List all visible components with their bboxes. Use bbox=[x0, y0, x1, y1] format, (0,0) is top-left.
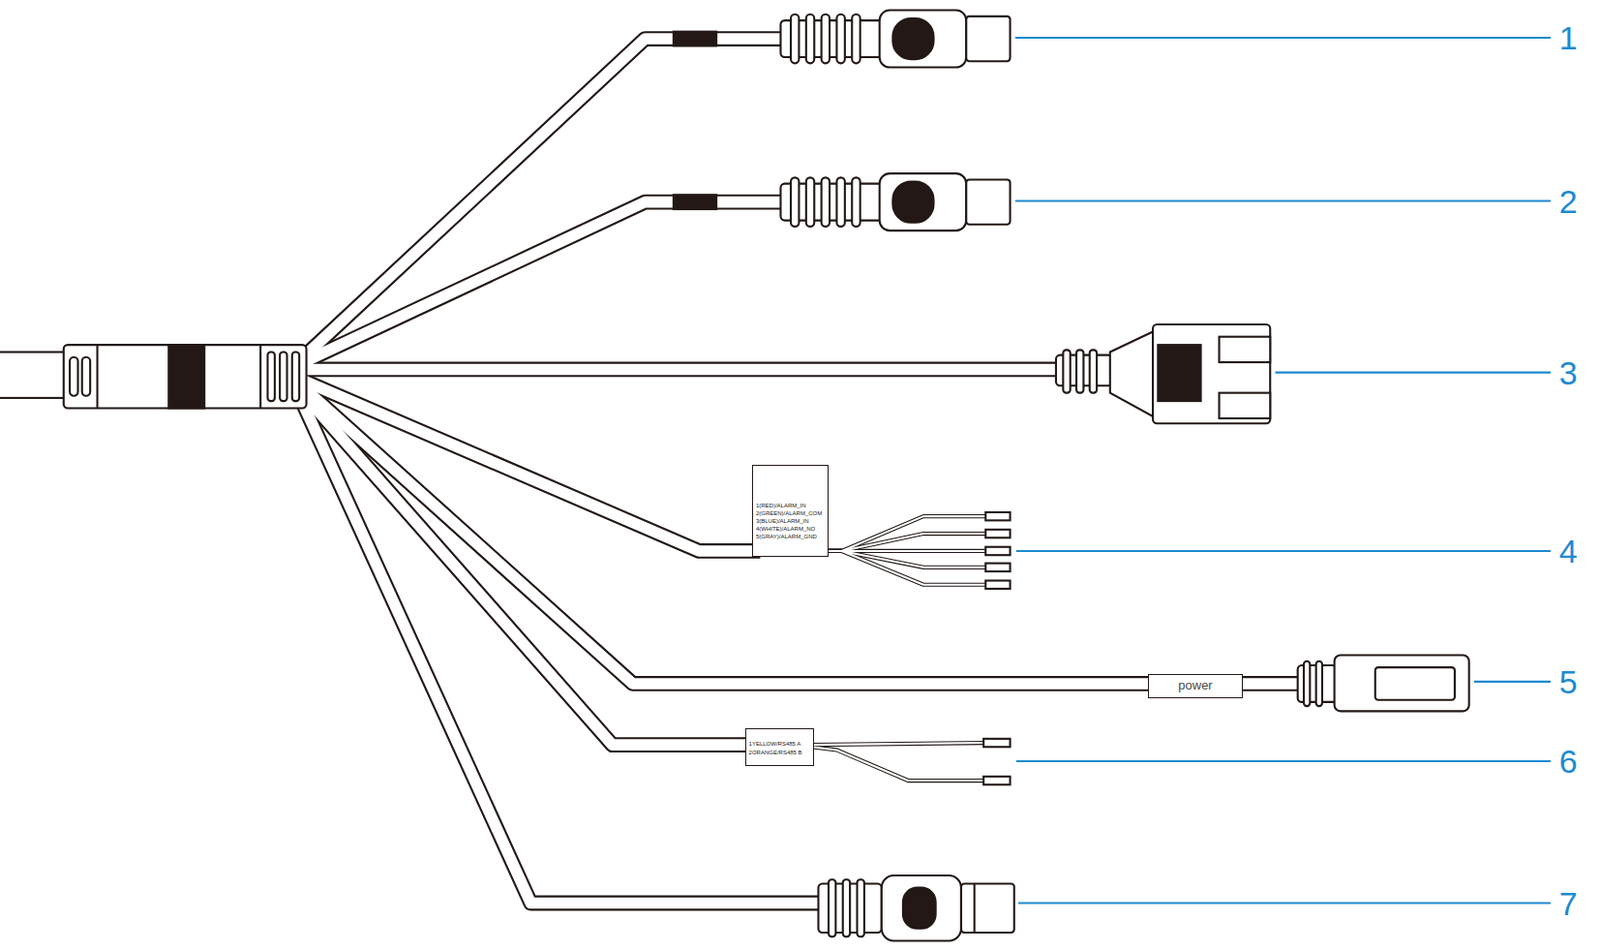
callout-number: 6 bbox=[1559, 744, 1578, 778]
dc-power-jack bbox=[1298, 654, 1470, 711]
wire-label-tag: 1YELLOW/RS485 A2ORANGE/RS485 B bbox=[745, 727, 816, 766]
node-text: 1YELLOW/RS485 A bbox=[749, 739, 802, 748]
bnc-connector bbox=[817, 875, 1014, 940]
node-text: 2ORANGE/RS485 B bbox=[749, 748, 803, 756]
callout-number: 1 bbox=[1559, 21, 1578, 55]
callout-number: 2 bbox=[1559, 184, 1578, 218]
rca-connector bbox=[780, 10, 1010, 68]
callout-number: 7 bbox=[1559, 886, 1578, 920]
node-text: 4(WHITE)/ALARM_NO bbox=[755, 524, 816, 533]
node-text: 3(BLUE)/ALARM_IN bbox=[755, 516, 810, 525]
callout-number: 3 bbox=[1559, 356, 1578, 390]
rj45-connector bbox=[1056, 324, 1270, 423]
wire-label-tag: 1(RED)/ALARM_IN2(GREEN)/ALARM_COM3(BLUE)… bbox=[752, 464, 829, 557]
node-text: 2(GREEN)/ALARM_COM bbox=[755, 509, 822, 517]
rs485-wires bbox=[811, 738, 1010, 785]
callout-number: 4 bbox=[1559, 534, 1578, 568]
alarm-wires bbox=[815, 512, 1010, 589]
main-connector bbox=[63, 344, 307, 408]
wires bbox=[301, 31, 1306, 904]
callout-number: 5 bbox=[1559, 664, 1578, 698]
leader-lines bbox=[1015, 37, 1551, 903]
cable-marker-band: power bbox=[1147, 673, 1243, 698]
main-cable bbox=[0, 352, 69, 398]
rca-connector bbox=[780, 173, 1010, 231]
node-text: power bbox=[1177, 678, 1212, 693]
node-text: 5(GRAY)/ALARM_GND bbox=[755, 532, 817, 541]
node-text: 1(RED)/ALARM_IN bbox=[755, 501, 807, 510]
